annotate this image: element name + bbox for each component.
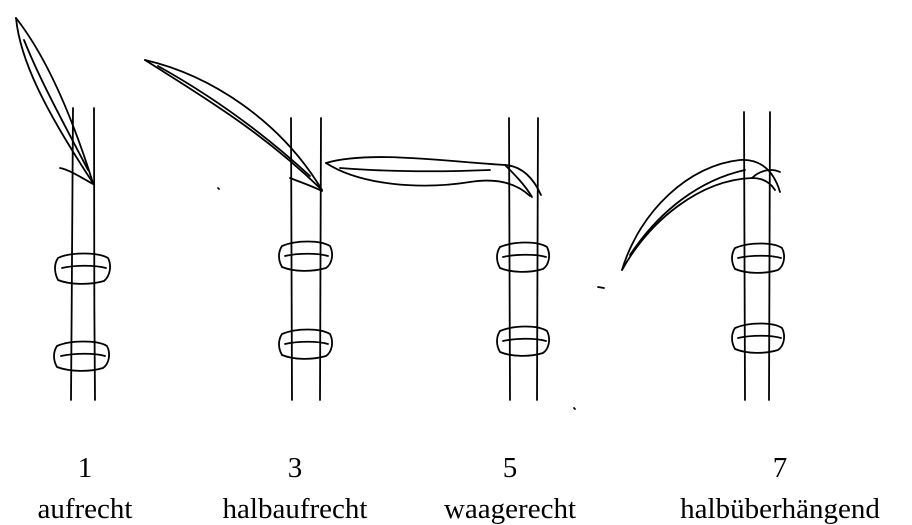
stalk-number: 1	[20, 454, 150, 483]
stalk-1-aufrecht	[16, 18, 110, 400]
leaf-half-upright	[145, 60, 322, 191]
caption-stalk-1: 1 aufrecht	[20, 454, 150, 524]
stalk-7-halbueberhaengend	[622, 112, 784, 400]
caption-stalk-7: 7 halbüberhängend	[655, 454, 905, 524]
stalk-label: aufrecht	[20, 495, 150, 524]
speck-marks	[218, 188, 604, 409]
stalk-3-halbaufrecht	[145, 60, 332, 400]
node-ring	[279, 242, 332, 271]
stalk-label: halbaufrecht	[195, 495, 395, 524]
stem	[509, 118, 538, 400]
stalk-label: halbüberhängend	[655, 495, 905, 524]
leaf-upright	[16, 18, 93, 184]
stalk-5-waagerecht	[326, 118, 549, 400]
node-ring	[497, 327, 549, 356]
stalk-number: 7	[655, 454, 905, 483]
node-ring	[732, 324, 784, 353]
node-ring	[497, 243, 549, 272]
stalk-number: 5	[410, 454, 610, 483]
node-ring	[54, 342, 109, 371]
node-ring	[732, 244, 784, 273]
stalk-number: 3	[195, 454, 395, 483]
stalk-label: waagerecht	[410, 495, 610, 524]
caption-stalk-3: 3 halbaufrecht	[195, 454, 395, 524]
leaf-half-overhanging	[622, 160, 780, 270]
node-ring	[55, 254, 110, 284]
caption-stalk-5: 5 waagerecht	[410, 454, 610, 524]
node-ring	[279, 330, 332, 359]
